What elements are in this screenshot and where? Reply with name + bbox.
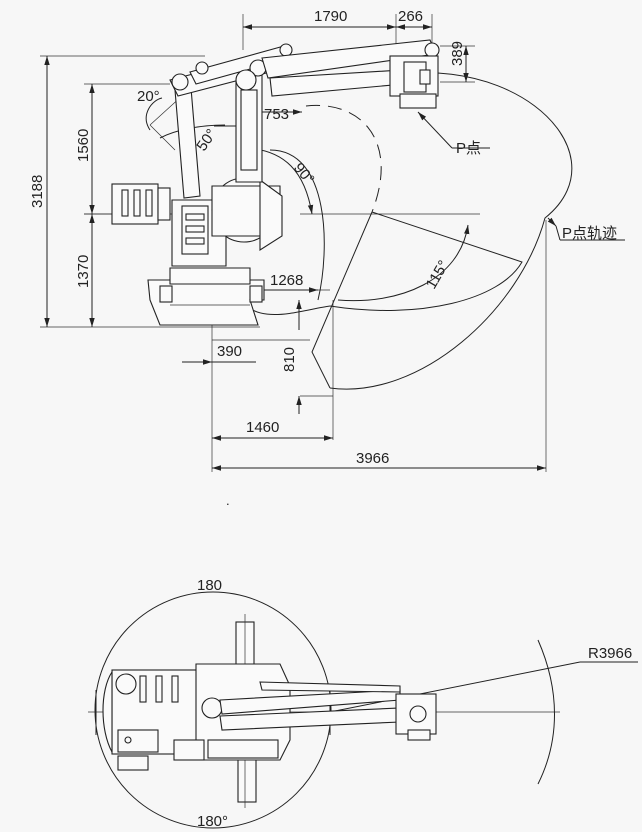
dim-180-top: 180 xyxy=(197,577,222,594)
dim-810: 810 xyxy=(281,347,298,372)
dim-3966: 3966 xyxy=(356,450,389,467)
dim-1268: 1268 xyxy=(270,272,303,289)
dim-753: 753 xyxy=(264,106,289,123)
workspace-outer-arc xyxy=(329,72,573,390)
workspace-inner-arc xyxy=(305,104,382,213)
dim-1370: 1370 xyxy=(75,255,92,288)
top-view-circle xyxy=(94,591,332,829)
dim-180-bottom: 180° xyxy=(197,813,228,830)
dim-390: 390 xyxy=(217,343,242,360)
dim-266: 266 xyxy=(398,8,423,25)
dim-1460: 1460 xyxy=(246,419,279,436)
side-view: 1790 266 389 3188 1560 1370 753 1268 390… xyxy=(29,8,625,508)
p-point-label: P点 xyxy=(456,140,481,157)
dim-1790: 1790 xyxy=(314,8,347,25)
angle-115: 115° xyxy=(423,258,453,292)
top-view: 180 180° R3966 xyxy=(88,577,638,830)
angle-50: 50° xyxy=(193,126,220,154)
p-trajectory-label: P点轨迹 xyxy=(562,225,617,242)
dim-r3966: R3966 xyxy=(588,645,632,662)
angle-90: 90° xyxy=(290,160,318,188)
dim-389: 389 xyxy=(449,41,466,66)
angle-20: 20° xyxy=(137,88,160,105)
dim-3188: 3188 xyxy=(29,175,46,208)
stray-dot: . xyxy=(226,493,230,508)
dim-1560: 1560 xyxy=(75,129,92,162)
